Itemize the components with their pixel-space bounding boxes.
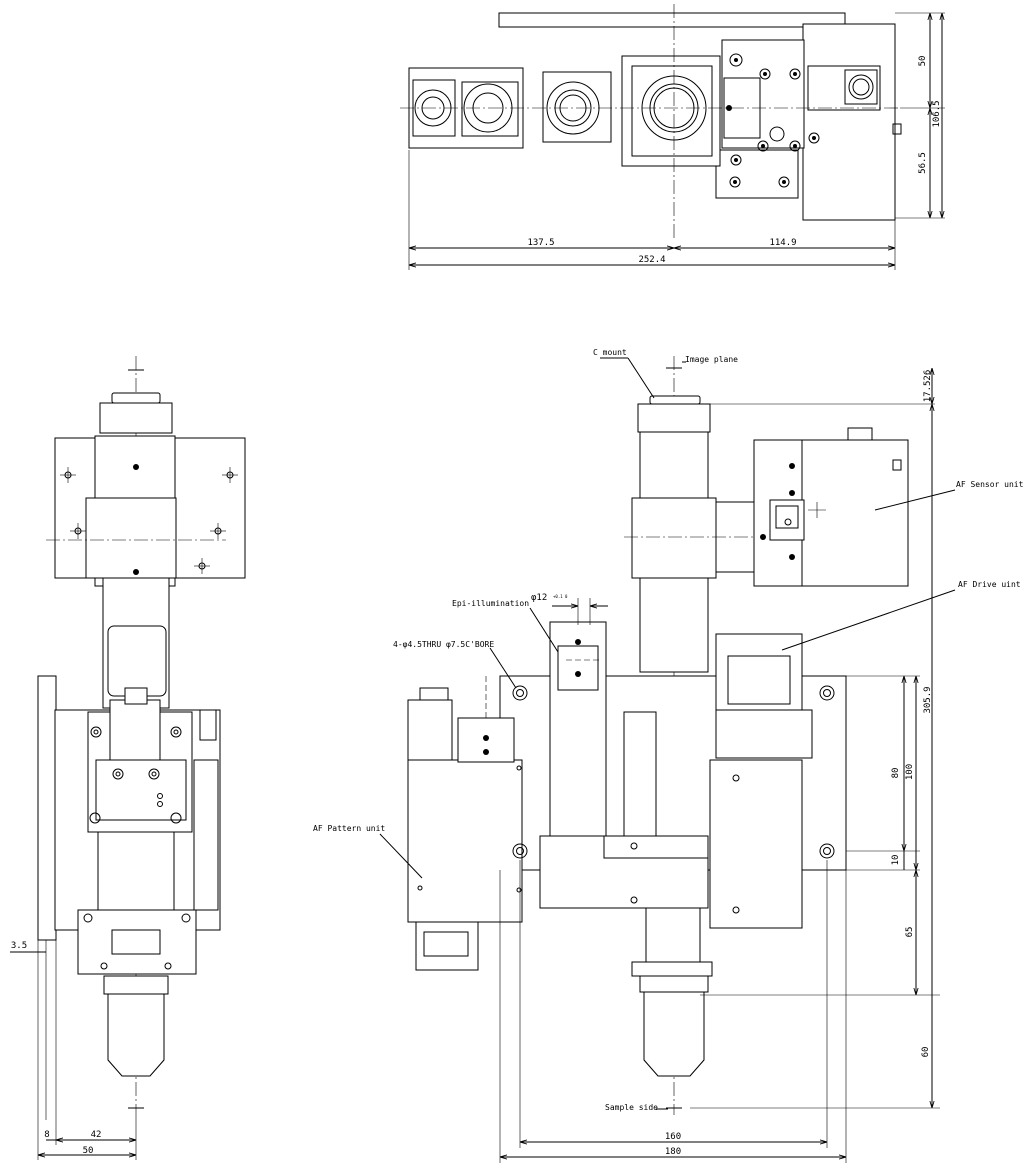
top-view: 50 106.5 56.5 137.5 114.9 252.4 [400, 4, 945, 270]
dim-top-106-5: 106.5 [932, 100, 942, 127]
front-view: C mount Image plane AF Sensor unit AF Dr… [313, 348, 1024, 1163]
label-c-mount: C mount [593, 348, 627, 357]
dim-side-8: 8 [44, 1130, 49, 1140]
dim-front-160: 160 [665, 1132, 681, 1142]
label-af-drive-unit: AF Drive uint [958, 580, 1021, 589]
label-sample-side: Sample side [605, 1103, 658, 1112]
dim-front-10: 10 [891, 855, 901, 866]
dim-side-50: 50 [83, 1146, 94, 1156]
label-phi-12: φ12 [531, 593, 547, 603]
dim-top-50: 50 [918, 56, 928, 67]
dim-front-180: 180 [665, 1147, 681, 1157]
label-bore: 4-φ4.5THRU φ7.5C'BORE [393, 640, 494, 649]
dim-front-65: 65 [905, 927, 915, 938]
label-epi-illumination: Epi-illumination [452, 599, 529, 608]
dim-side-42: 42 [91, 1130, 102, 1140]
label-phi-12-tolerance: +0.1 0 [553, 594, 568, 599]
dim-side-3-5: 3.5 [11, 941, 27, 951]
dim-front-80: 80 [891, 768, 901, 779]
label-af-pattern-unit: AF Pattern unit [313, 824, 385, 833]
dim-front-60: 60 [921, 1047, 931, 1058]
side-view: 3.5 8 42 50 [10, 356, 246, 1160]
label-image-plane: Image plane [685, 355, 738, 364]
label-af-sensor-unit: AF Sensor unit [956, 480, 1024, 489]
dim-front-100: 100 [905, 764, 915, 780]
dim-top-252-4: 252.4 [638, 255, 665, 265]
dim-front-17-526: 17.526 [923, 370, 933, 403]
dim-top-137-5: 137.5 [527, 238, 554, 248]
dim-front-305-9: 305.9 [923, 686, 933, 713]
dim-top-114-9: 114.9 [769, 238, 796, 248]
dim-top-56-5: 56.5 [918, 152, 928, 174]
